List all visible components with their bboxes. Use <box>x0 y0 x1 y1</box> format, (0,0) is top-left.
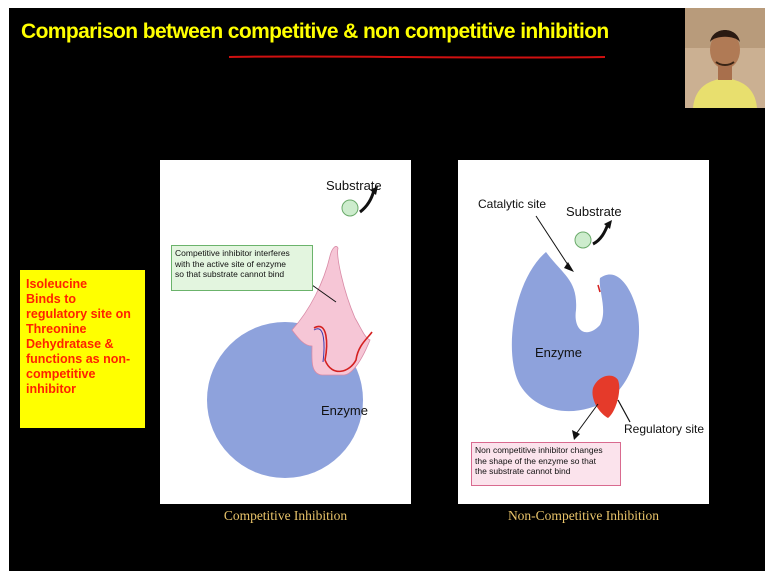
competitive-inhibitor-shape <box>291 246 371 376</box>
regulatory-site-label: Regulatory site <box>624 422 705 436</box>
slide-title: Comparison between competitive & non com… <box>21 20 609 43</box>
competitive-callout: Competitive inhibitor interferes with th… <box>171 245 313 291</box>
noncompetitive-diagram-graphic <box>511 215 640 440</box>
competitive-caption: Competitive Inhibition <box>223 508 348 523</box>
substrate-label: Substrate <box>326 178 382 193</box>
substrate-shape <box>341 199 359 217</box>
noncompetitive-caption: Non-Competitive Inhibition <box>507 508 660 523</box>
competitive-diagram-graphic <box>207 186 378 478</box>
enzyme-label: Enzyme <box>535 345 582 360</box>
enzyme-shape <box>511 252 640 412</box>
enzyme-label: Enzyme <box>321 403 368 418</box>
substrate-label: Substrate <box>566 204 622 219</box>
noncompetitive-diagram: Catalytic site Substrate Enzyme Regulato… <box>458 160 709 504</box>
slide: Comparison between competitive & non com… <box>9 8 765 571</box>
isoleucine-note: Isoleucine Binds to regulatory site on T… <box>20 270 145 428</box>
substrate-shape <box>574 231 592 249</box>
presenter-video <box>685 8 765 108</box>
competitive-diagram: Substrate Competitive inhibitor interfer… <box>160 160 411 504</box>
title-underline <box>228 55 606 59</box>
regulatory-inhibitor-shape <box>592 375 620 418</box>
noncompetitive-callout: Non competitive inhibitor changes the sh… <box>471 442 621 486</box>
catalytic-site-label: Catalytic site <box>478 197 547 211</box>
